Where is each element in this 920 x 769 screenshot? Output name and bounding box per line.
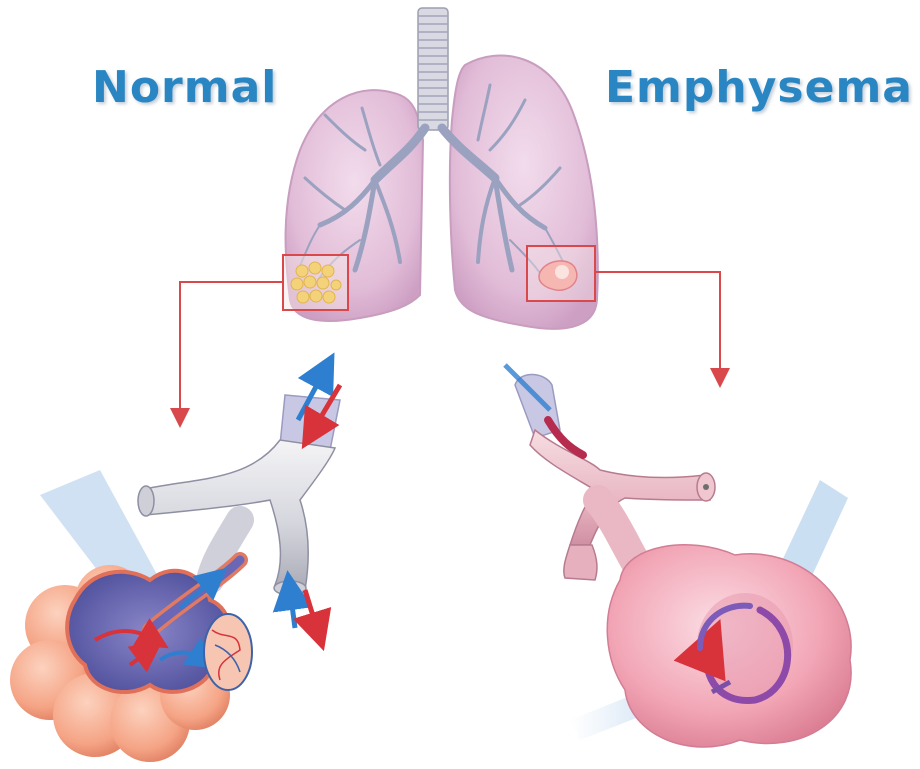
emphysema-label: Emphysema — [605, 62, 913, 113]
normal-label: Normal — [92, 62, 277, 113]
trachea-icon — [418, 8, 448, 130]
normal-alveoli-cluster-icon — [10, 470, 252, 762]
emphysema-highlight-box — [527, 246, 595, 301]
emphysema-callout-line — [595, 272, 720, 378]
normal-callout-line — [180, 282, 283, 418]
normal-highlight-box — [283, 255, 348, 310]
